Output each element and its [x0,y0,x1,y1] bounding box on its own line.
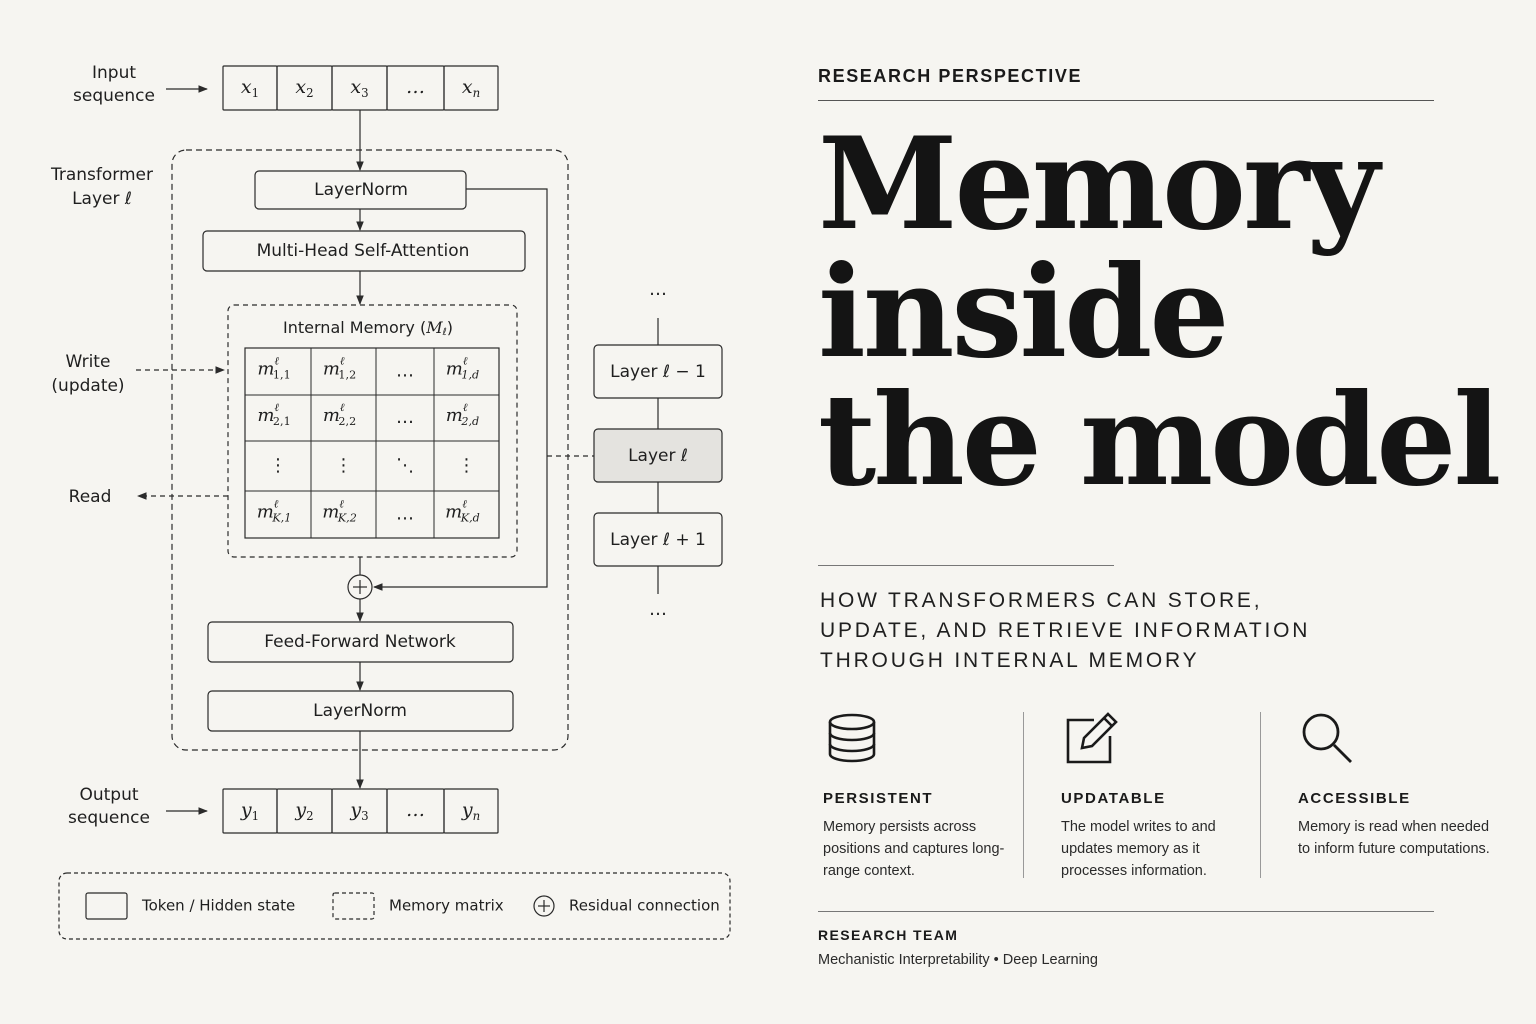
output-token-label: … [406,799,425,821]
output-token [443,788,499,834]
stack-dots-top: … [649,279,667,300]
search-icon [1302,713,1352,763]
stack-layer-label: Layer ℓ [628,446,688,466]
residual-path [373,188,548,591]
subtitle-line-3: THROUGH INTERNAL MEMORY [820,649,1200,672]
edit-icon [1066,712,1118,764]
feature-accessible: ACCESSIBLE Memory is read when needed to… [1293,706,1503,886]
legend-token-label: Token / Hidden state [141,897,295,915]
write-label: Write [66,352,111,372]
legend-token-swatch [85,892,128,920]
layernorm-bottom-label: LayerNorm [313,701,407,721]
legend-frame [58,872,731,940]
memory-cell: ⋮ [335,455,353,476]
feature-list: PERSISTENT Memory persists across positi… [818,706,1490,886]
feature-persistent: PERSISTENT Memory persists across positi… [818,706,1028,886]
output-token-label: y3 [349,799,368,823]
subtitle-line-1: HOW TRANSFORMERS CAN STORE, [820,589,1263,612]
read-label: Read [69,487,112,507]
input-token-label: x2 [295,76,313,100]
short-divider [818,565,1114,566]
memory-cell: … [396,361,414,382]
headline: Memory inside the model [818,110,1501,514]
output-token-label: yn [461,799,480,823]
feature-desc: Memory is read when needed to inform fut… [1298,819,1490,857]
legend-memory-swatch [332,892,375,920]
headline-line-3: the model [818,366,1501,514]
feature-title: UPDATABLE [1061,790,1166,807]
mhsa-box [202,230,526,272]
input-token-label: x3 [350,76,368,100]
feature-title: PERSISTENT [823,790,934,807]
memory-cell: ⋱ [396,455,414,476]
info-panel: RESEARCH PERSPECTIVE Memory inside the m… [818,0,1501,1024]
legend-memory-label: Memory matrix [389,897,504,915]
input-token-label: xn [462,76,480,100]
database-icon [828,713,876,763]
memory-cell: … [396,504,414,525]
output-label: Output [79,785,138,805]
headline-line-2: inside [818,238,1230,386]
memory-cell: ⋮ [458,455,476,476]
write-label: (update) [51,376,124,396]
memory-cell: … [396,407,414,428]
eyebrow: RESEARCH PERSPECTIVE [818,66,1083,86]
output-token-label: y1 [240,799,259,823]
memory-title: Internal Memory (Mℓ) [283,318,453,339]
layer-label: Transformer [50,165,153,185]
bottom-divider [818,911,1434,912]
memory-frame [227,304,518,558]
output-token-label: y2 [294,799,313,823]
output-label: sequence [68,808,150,828]
stack-layer-label: Layer ℓ + 1 [610,530,706,550]
memory-cell: ⋮ [269,455,287,476]
memory-matrix [244,347,500,539]
input-label: sequence [73,86,155,106]
stack-dots-bottom: … [649,599,667,620]
subtitle: HOW TRANSFORMERS CAN STORE, UPDATE, AND … [820,586,1440,676]
feature-divider [1023,712,1024,878]
subtitle-line-2: UPDATE, AND RETRIEVE INFORMATION [820,619,1311,642]
input-token-label: x1 [241,76,259,100]
feature-title: ACCESSIBLE [1298,790,1411,807]
feature-desc: The model writes to and updates memory a… [1061,819,1216,879]
mhsa-label: Multi-Head Self-Attention [257,241,470,261]
ffn-label: Feed-Forward Network [264,632,456,652]
headline-line-1: Memory [818,110,1380,258]
stack-layer-label: Layer ℓ − 1 [610,362,706,382]
layer-label: Layer ℓ [72,189,132,209]
top-divider [818,100,1434,101]
feature-desc: Memory persists across positions and cap… [823,819,1005,879]
feature-updatable: UPDATABLE The model writes to and update… [1056,706,1266,886]
input-token [443,65,499,111]
team-label: RESEARCH TEAM [818,927,959,943]
layernorm-top-label: LayerNorm [314,180,408,200]
input-token-label: … [406,76,425,98]
legend-residual-icon [533,895,555,917]
team-text: Mechanistic Interpretability • Deep Lear… [818,952,1098,968]
input-label: Input [92,63,136,83]
feature-divider [1260,712,1261,878]
layer-frame [171,149,569,751]
legend-residual-label: Residual connection [569,897,720,915]
